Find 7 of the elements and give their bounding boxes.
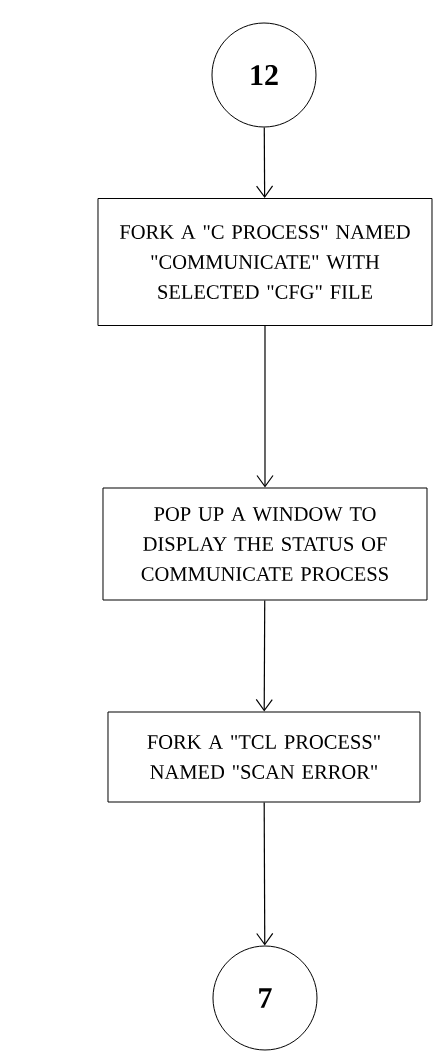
arrow [255,599,273,712]
process-box: POP UP A WINDOW TO DISPLAY THE STATUS OF COMMUNICATE PROCESS [102,487,428,601]
arrow [256,801,274,946]
process-box: FORK A "C PROCESS" NAMED "COMMUNICATE" WITH SELECTED "CFG" FILE [97,198,433,326]
process-box: FORK A "TCL PROCESS" NAMED "SCAN ERROR" [107,711,421,803]
arrow [256,325,274,488]
arrow [256,126,274,198]
